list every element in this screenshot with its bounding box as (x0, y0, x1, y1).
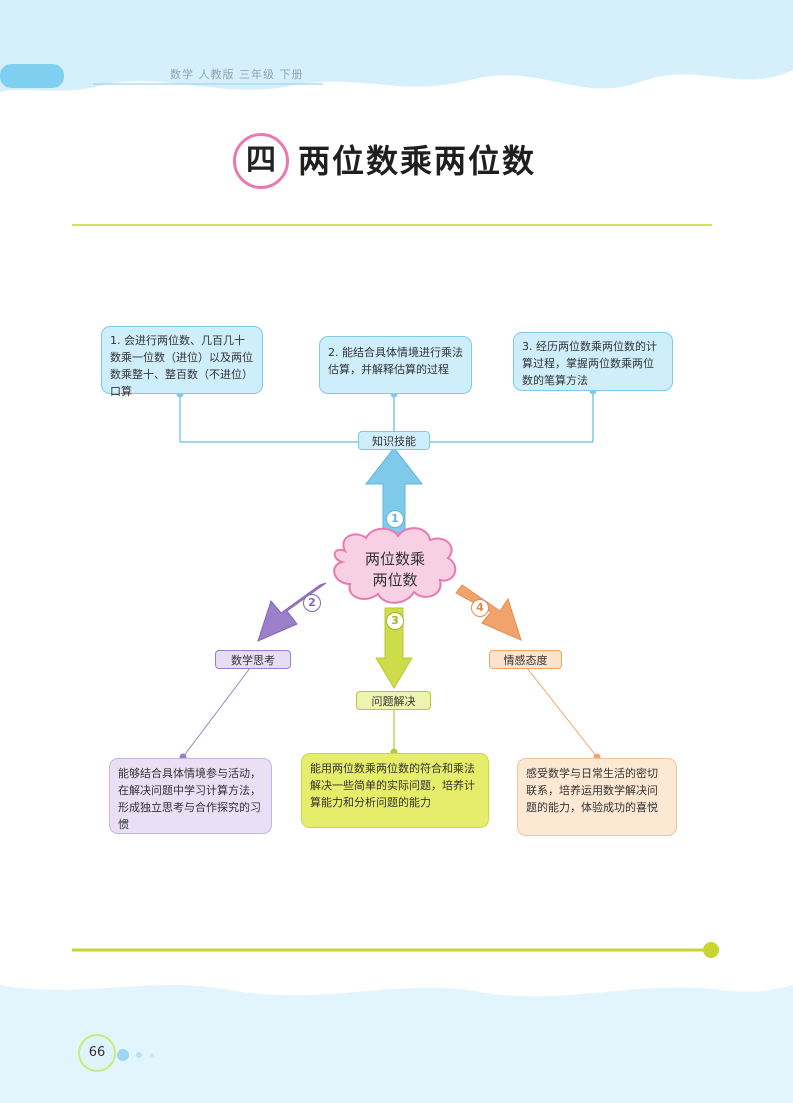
tag-problem: 问题解决 (356, 691, 431, 710)
tag-thinking: 数学思考 (215, 650, 291, 669)
tag-attitude: 情感态度 (489, 650, 562, 669)
center-topic: 两位数乘 两位数 (345, 549, 445, 591)
center-line-1: 两位数乘 (364, 550, 425, 568)
arrow-thinking (257, 582, 327, 642)
arrow-knowledge (364, 447, 424, 534)
num-problem: 3 (386, 612, 404, 630)
problem-box: 能用两位数乘两位数的符合和乘法解决一些简单的实际问题，培养计算能力和分析问题的能… (301, 753, 489, 828)
knowledge-item-3: 3. 经历两位数乘两位数的计算过程，掌握两位数乘两位数的笔算方法 (513, 332, 673, 391)
arrow-attitude (455, 584, 522, 641)
page-number: 66 (78, 1034, 116, 1072)
knowledge-item-2: 2. 能结合具体情境进行乘法估算，并解释估算的过程 (319, 336, 472, 394)
book-info: 数学 人教版 三年级 下册 (170, 68, 304, 81)
knowledge-connectors (179, 391, 594, 443)
num-knowledge: 1 (386, 510, 404, 528)
attitude-box: 感受数学与日常生活的密切联系，培养运用数学解决问题的能力，体验成功的喜悦 (517, 758, 677, 836)
center-cloud (333, 527, 457, 604)
thinking-box: 能够结合具体情境参与活动，在解决问题中学习计算方法，形成独立思考与合作探究的习惯 (109, 758, 272, 834)
center-line-2: 两位数 (372, 571, 418, 589)
num-thinking: 2 (303, 594, 321, 612)
knowledge-item-1: 1. 会进行两位数、几百几十数乘一位数（进位）以及两位数乘整十、整百数（不进位）… (101, 326, 263, 398)
tag-knowledge: 知识技能 (358, 431, 430, 450)
page-title: 两位数乘两位数 (298, 142, 537, 180)
unit-number-badge: 四 (233, 133, 289, 189)
num-attitude: 4 (471, 599, 489, 617)
